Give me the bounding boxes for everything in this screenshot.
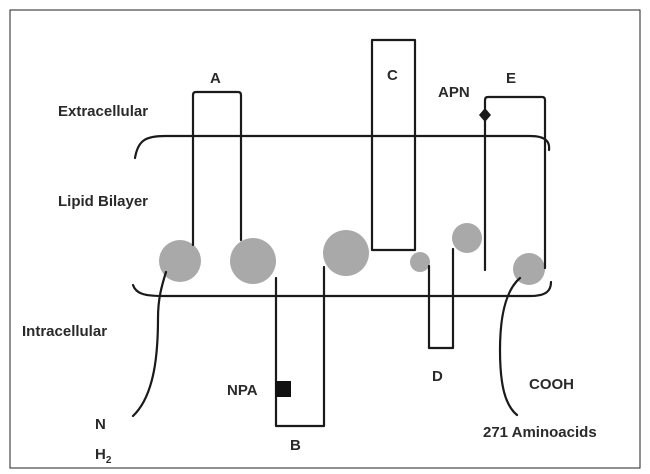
loop-b-chain [274,265,326,428]
lipid-head [159,240,201,282]
apn-motif-marker [479,108,491,122]
cooh-label: COOH [529,376,574,393]
c-terminal-tail [498,276,522,417]
lipid-bilayer-label: Lipid Bilayer [58,193,148,210]
apn-label: APN [438,84,470,101]
loop-d-chain [427,247,455,350]
loop-c-chain [370,38,417,252]
lipid-head [513,253,545,285]
loop-e-chain [483,95,547,270]
intracellular-label: Intracellular [22,323,107,340]
loop-c-label: C [387,67,398,84]
lipid-head [323,230,369,276]
membrane-outer-boundary [133,134,551,160]
n-terminus-subscript: 2 [106,455,112,466]
loop-e-label: E [506,70,516,87]
n-terminal-tail [131,270,168,418]
membrane-inner-boundary [131,280,553,298]
lipid-head [230,238,276,284]
extracellular-label: Extracellular [58,103,148,120]
npa-label: NPA [227,382,258,399]
lipid-head [452,223,482,253]
loop-b-label: B [290,437,301,454]
lipid-head [410,252,430,272]
npa-motif-marker [275,381,291,397]
figure-frame [9,9,641,469]
n-terminus-n-label: N [95,416,106,433]
loop-a-label: A [210,70,221,87]
n-terminus-h: H [95,446,106,463]
loop-a-chain [191,90,243,247]
n-terminus-h2-label: H2 [95,446,112,466]
loop-d-label: D [432,368,443,385]
amino-acid-count-label: 271 Aminoacids [483,424,597,441]
